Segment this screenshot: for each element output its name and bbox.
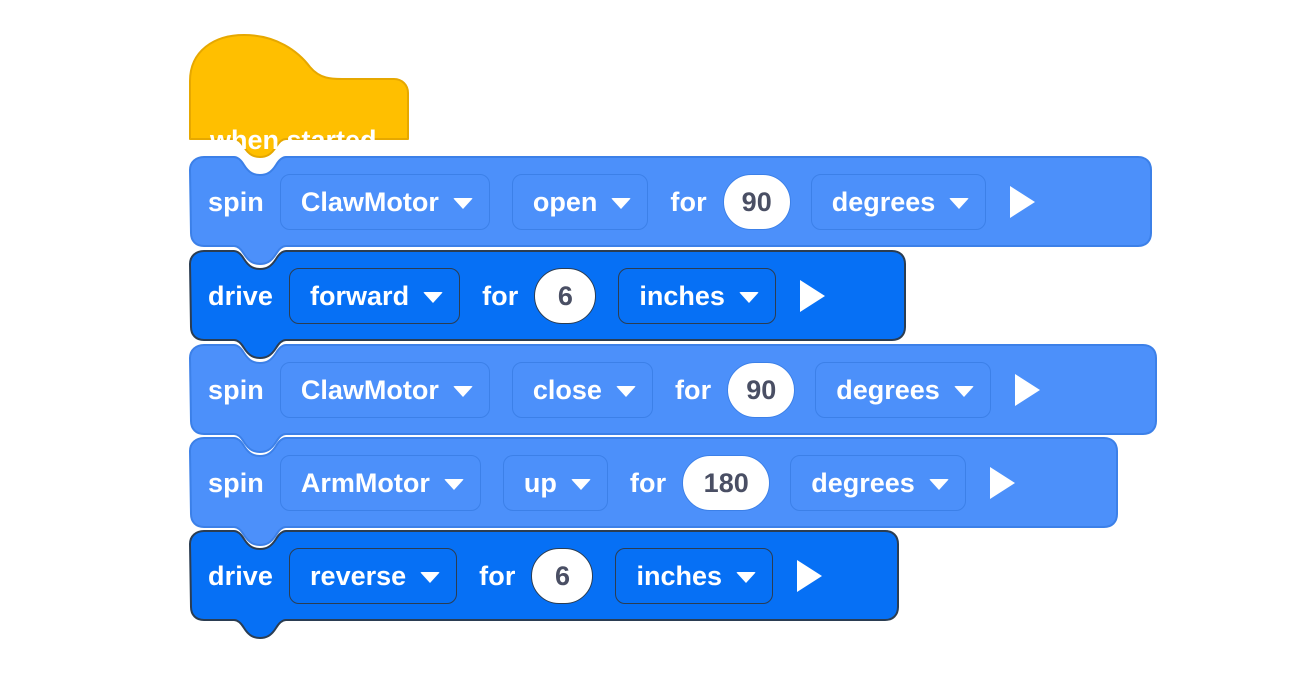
for-label: for [674, 374, 712, 405]
motor-dropdown-value: ClawMotor [300, 374, 439, 405]
direction-dropdown[interactable]: forward [289, 268, 461, 324]
unit-dropdown[interactable]: degrees [815, 362, 991, 418]
direction-dropdown-value: open [532, 186, 598, 217]
motor-dropdown[interactable]: ClawMotor [279, 362, 490, 418]
for-label: for [482, 280, 519, 311]
block-drive-reverse[interactable]: drive reverse for 6 inches [189, 530, 899, 639]
chevron-down-icon [736, 571, 756, 583]
direction-dropdown[interactable]: up [502, 455, 608, 511]
unit-dropdown[interactable]: inches [618, 268, 776, 324]
block-drive-forward[interactable]: drive forward for 6 inches [189, 250, 906, 359]
play-icon[interactable] [1014, 374, 1040, 406]
unit-dropdown-value: degrees [836, 374, 940, 405]
direction-dropdown-value: up [523, 467, 557, 498]
motor-dropdown-value: ArmMotor [300, 467, 430, 498]
play-icon[interactable] [797, 560, 822, 592]
for-label: for [629, 467, 667, 498]
block-content-row: spin ArmMotor up for 180 degrees [208, 437, 1015, 529]
block-content-row: spin ClawMotor close for 90 degrees [208, 344, 1040, 436]
direction-dropdown-value: forward [310, 280, 410, 311]
direction-dropdown[interactable]: reverse [289, 548, 458, 604]
drive-verb-label: drive [208, 280, 274, 311]
direction-dropdown-value: close [532, 374, 602, 405]
unit-dropdown[interactable]: degrees [810, 174, 987, 230]
play-icon[interactable] [989, 467, 1015, 499]
spin-verb-label: spin [208, 374, 264, 405]
amount-input[interactable]: 180 [682, 455, 771, 511]
amount-input[interactable]: 90 [722, 174, 791, 230]
for-label: for [479, 560, 516, 591]
block-spin-armmotor-up[interactable]: spin ArmMotor up for 180 degrees [189, 437, 1118, 546]
unit-dropdown[interactable]: degrees [790, 455, 966, 511]
hat-block-label: when started [210, 125, 377, 155]
chevron-down-icon [423, 291, 444, 303]
chevron-down-icon [928, 478, 949, 490]
direction-dropdown[interactable]: open [511, 174, 649, 230]
block-content-row: spin ClawMotor open for 90 degrees [208, 156, 1036, 248]
spin-verb-label: spin [208, 467, 264, 498]
direction-dropdown[interactable]: close [511, 362, 653, 418]
block-content-row: drive reverse for 6 inches [208, 530, 822, 622]
drive-verb-label: drive [208, 560, 274, 591]
motor-dropdown-value: ClawMotor [300, 186, 439, 217]
chevron-down-icon [570, 478, 591, 490]
chevron-down-icon [452, 197, 473, 209]
motor-dropdown[interactable]: ArmMotor [279, 455, 481, 511]
play-icon[interactable] [799, 280, 825, 312]
chevron-down-icon [420, 571, 441, 583]
amount-input[interactable]: 90 [727, 362, 796, 418]
block-spin-clawmotor-open[interactable]: spin ClawMotor open for 90 degrees [189, 156, 1152, 265]
motor-dropdown[interactable]: ClawMotor [279, 174, 490, 230]
chevron-down-icon [615, 385, 636, 397]
chevron-down-icon [738, 291, 759, 303]
unit-dropdown-value: inches [639, 280, 725, 311]
unit-dropdown-value: degrees [811, 467, 915, 498]
block-spin-clawmotor-close[interactable]: spin ClawMotor close for 90 degrees [189, 344, 1157, 453]
unit-dropdown-value: degrees [831, 186, 936, 217]
chevron-down-icon [949, 197, 970, 209]
when-started-hat-block[interactable]: when started [189, 33, 410, 158]
chevron-down-icon [443, 478, 464, 490]
block-content-row: drive forward for 6 inches [208, 250, 825, 342]
unit-dropdown-value: inches [636, 560, 722, 591]
for-label: for [670, 186, 707, 217]
direction-dropdown-value: reverse [310, 560, 407, 591]
amount-input[interactable]: 6 [534, 268, 597, 324]
chevron-down-icon [452, 385, 473, 397]
unit-dropdown[interactable]: inches [615, 548, 773, 604]
chevron-down-icon [953, 385, 974, 397]
chevron-down-icon [611, 197, 632, 209]
play-icon[interactable] [1010, 186, 1036, 218]
spin-verb-label: spin [208, 186, 264, 217]
amount-input[interactable]: 6 [531, 548, 594, 604]
